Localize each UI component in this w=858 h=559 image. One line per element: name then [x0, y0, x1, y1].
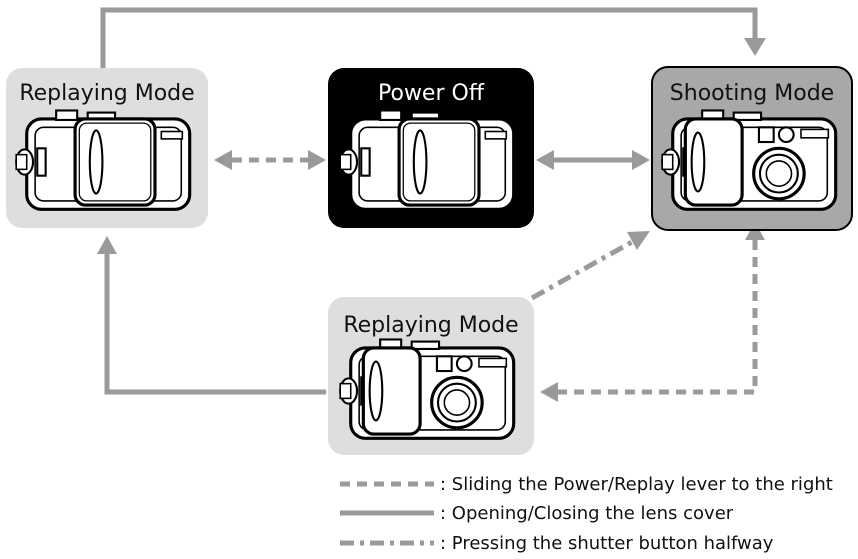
legend-solid-label: : Opening/Closing the lens cover: [440, 503, 734, 524]
camera-open-icon: [660, 108, 838, 211]
camera-closed-icon: [338, 108, 516, 211]
arrowhead-left-poweroff: [536, 150, 554, 170]
arrowhead-up-replay-left: [97, 236, 117, 254]
arrow-bottom-replay-to-shooting-dashdot: [530, 239, 634, 301]
arrow-shooting-to-bottom-replay-dashed: [558, 240, 758, 395]
state-label: Power Off: [378, 81, 485, 106]
state-replay-left: Replaying Mode: [6, 68, 208, 228]
legend-dashed-label: : Sliding the Power/Replay lever to the …: [440, 474, 833, 495]
state-label: Shooting Mode: [670, 81, 834, 106]
arrow-bottom-replay-to-replay-left: [104, 254, 326, 395]
connectors: [97, 7, 766, 402]
arrowhead-diagonal-shooting: [627, 231, 650, 250]
state-label: Replaying Mode: [19, 81, 194, 106]
legend-dashdot-label: : Pressing the shutter button halfway: [440, 533, 774, 554]
state-label: Replaying Mode: [343, 313, 518, 338]
arrowhead-left-replay: [214, 150, 232, 170]
state-power-off: Power Off: [328, 68, 534, 228]
legend: : Sliding the Power/Replay lever to the …: [340, 474, 833, 554]
arrowhead-left-bottom-replay: [540, 382, 558, 402]
state-replay-bottom: Replaying Mode: [328, 297, 534, 455]
arrowhead-right-poweroff: [308, 150, 326, 170]
camera-closed-icon: [14, 108, 192, 211]
arrowhead-top-shooting: [744, 38, 766, 56]
arrow-replay-to-shooting-top: [100, 7, 758, 68]
camera-open-icon: [338, 337, 516, 440]
state-shooting: Shooting Mode: [651, 66, 853, 231]
arrowhead-right-shooting: [632, 150, 650, 170]
